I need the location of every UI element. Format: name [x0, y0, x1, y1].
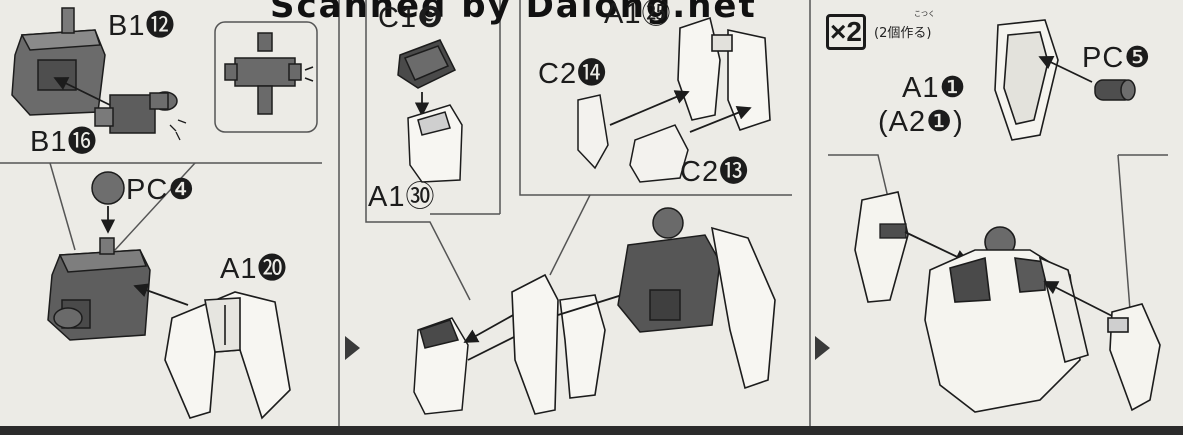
c2-14-panel	[577, 94, 609, 170]
label-a1-20: A1⓴	[220, 253, 288, 285]
joint-detail-part	[224, 32, 302, 115]
label-c2-13: C2⓭	[680, 156, 750, 188]
b1-joint-piece	[94, 91, 178, 134]
assembly-arrow	[1043, 281, 1121, 321]
label-a1-25: A1㉕	[604, 0, 672, 30]
a1-25-shell	[677, 16, 771, 131]
c1-9-cap	[397, 39, 457, 89]
label-pc-4: PC❹	[126, 174, 196, 206]
c2-13-panel	[629, 124, 689, 183]
pc-joint	[879, 223, 907, 239]
b1-torso-block	[11, 7, 106, 116]
bottom-rule	[0, 426, 1183, 435]
click-mark	[169, 119, 187, 141]
label-c2-14: C2⓮	[538, 58, 608, 90]
assembly-arrow	[689, 105, 752, 133]
core-armor-shell	[710, 226, 776, 390]
label-b1-16: B1⓰	[30, 126, 98, 158]
label-a1-1: A1❶	[902, 72, 967, 104]
step-arrow	[815, 336, 830, 360]
label-c1-9: C1❾	[378, 2, 445, 34]
chest-assembled	[924, 226, 1089, 413]
label-pc-5: PC❺	[1082, 42, 1152, 74]
scan-watermark: Scanned by Dalong.net	[270, 0, 757, 26]
a1-30-attach	[413, 317, 469, 415]
a1-20-armor	[164, 291, 291, 420]
multiplier-furigana: こつく	[914, 10, 935, 18]
side-shield-left	[854, 191, 909, 303]
chest-shell-pair	[511, 273, 606, 415]
a1-30-block	[407, 104, 463, 183]
assembly-arrow	[1038, 55, 1093, 83]
label-a2-1: (A2❶)	[878, 106, 964, 138]
step-arrow	[345, 336, 360, 360]
assembly-arrow	[609, 90, 690, 126]
core-frame-dark	[617, 207, 721, 333]
label-a1-30: A1㉚	[368, 181, 436, 213]
torso-block-assembled	[47, 237, 151, 341]
panel-dividers	[0, 0, 1168, 426]
multiplier-note: (2個作る)	[874, 26, 932, 41]
assembly-arrow	[133, 283, 189, 306]
pc5-part	[1094, 79, 1136, 101]
side-shield-right	[1107, 303, 1161, 412]
shield-plate	[994, 19, 1059, 141]
pc4-ball	[91, 171, 125, 205]
multiplier-badge: ×2	[826, 14, 866, 50]
assembly-arrow	[53, 77, 111, 106]
label-b1-12: B1⓬	[108, 10, 176, 42]
inset-detail-box	[214, 21, 318, 133]
